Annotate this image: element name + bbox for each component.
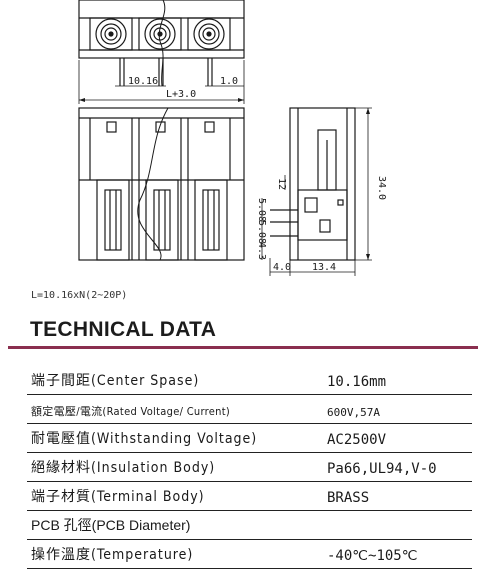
dim-134: 13.4 [312,262,336,273]
spec-value: 10.16mm [327,374,387,390]
heading-divider [8,346,478,349]
page-title: TECHNICAL DATA [30,318,217,341]
dim-height: 34.0 [376,176,387,200]
screw-terminal-3 [193,18,225,50]
spec-row-insulation-body: 絕緣材料(Insulation Body) Pa66,UL94,V-0 [27,453,472,482]
dim-508-b: 5.08 [256,220,267,244]
spec-label: 端子材質(Terminal Body) [31,489,205,505]
dim-40: 4.0 [273,262,291,273]
screw-terminal-2 [144,18,176,50]
dim-508-a: 5.08 [256,198,267,222]
spec-label: 耐電壓值(Withstanding Voltage) [31,431,258,447]
front-view [78,107,245,261]
spec-row-temperature: 操作溫度(Temperature) -40℃~105℃ [27,540,472,569]
dim-length: L+3.0 [166,89,196,100]
spec-row-terminal-body: 端子材質(Terminal Body) BRASS [27,482,472,511]
top-view [78,0,245,104]
spec-label: 操作溫度(Temperature) [31,547,194,563]
length-formula: L=10.16xN(2~20P) [31,290,128,301]
spec-value: BRASS [327,490,370,506]
spec-value: AC2500V [327,432,387,448]
spec-row-withstanding-voltage: 耐電壓值(Withstanding Voltage) AC2500V [27,424,472,453]
dim-12: 12 [276,178,287,190]
spec-value: 600V,57A [327,406,380,419]
spec-row-center-space: 端子間距(Center Spase) 10.16mm [27,366,472,395]
spec-label: 額定電壓/電流(Rated Voltage/ Current) [31,405,231,418]
spec-table: 端子間距(Center Spase) 10.16mm 額定電壓/電流(Rated… [27,366,472,569]
spec-row-rated-voltage: 額定電壓/電流(Rated Voltage/ Current) 600V,57A [27,395,472,424]
dim-43: 4.3 [256,242,267,260]
spec-label: 絕緣材料(Insulation Body) [31,460,216,476]
screw-terminal-1 [95,18,127,50]
spec-label: PCB 孔徑(PCB Diameter) [31,517,191,533]
spec-value: Pa66,UL94,V-0 [327,461,437,477]
spec-label: 端子間距(Center Spase) [31,373,200,389]
side-view [261,107,372,276]
spec-value: -40℃~105℃ [327,548,418,564]
dim-pitch: 10.16 [128,76,158,87]
spec-row-pcb-diameter: PCB 孔徑(PCB Diameter) [27,511,472,540]
dim-pin-offset: 1.0 [220,76,238,87]
technical-drawing: 10.16 L+3.0 1.0 34.0 12 5.08 5.08 4.3 4.… [78,0,387,276]
